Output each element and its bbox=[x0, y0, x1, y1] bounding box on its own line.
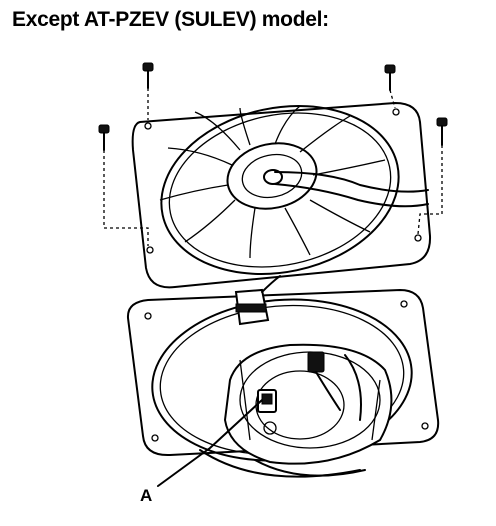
fuel-pump-module bbox=[223, 275, 393, 477]
callout-label-a: A bbox=[140, 486, 153, 505]
bolt-icon bbox=[384, 64, 396, 109]
diagram-title: Except AT-PZEV (SULEV) model: bbox=[12, 8, 329, 31]
fuel-tank-cover-plate bbox=[131, 101, 432, 289]
bolt-icon bbox=[142, 62, 154, 120]
bolt-icon bbox=[98, 124, 149, 246]
bolt-icon bbox=[417, 117, 448, 235]
callout-leader-line bbox=[157, 399, 263, 487]
